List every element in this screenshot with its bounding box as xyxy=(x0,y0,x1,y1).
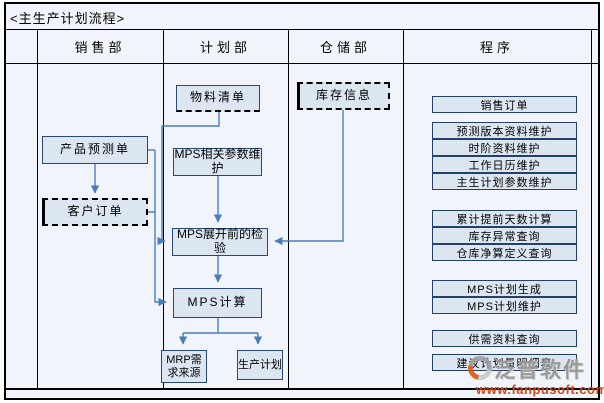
node-customer-order: 客户订单 xyxy=(42,198,148,226)
fanpu-logo-icon xyxy=(463,351,497,385)
program-supply-demand: 供需资料查询 xyxy=(432,330,577,347)
program-netting-definition: 仓库净算定义查询 xyxy=(432,244,577,261)
watermark-brand: 泛普软件 xyxy=(494,359,586,382)
column-divider-right-gutter xyxy=(591,29,592,388)
column-divider-sales-planning xyxy=(163,29,164,388)
node-product-forecast: 产品预测单 xyxy=(42,136,148,164)
watermark-url: www.fanpusoft.com xyxy=(476,382,604,397)
program-inventory-abnormal: 库存异常查询 xyxy=(432,227,577,244)
column-header-planning: 计划部 xyxy=(199,39,251,55)
column-header-program: 程序 xyxy=(479,39,514,55)
watermark: 泛普软件 www.fanpusoft.com xyxy=(463,351,604,402)
column-divider-warehouse-program xyxy=(403,29,404,388)
column-divider-gutter xyxy=(37,29,38,388)
node-mrp-source: MRP需求来源 xyxy=(161,350,207,383)
program-mps-generate: MPS计划生成 xyxy=(432,280,577,297)
program-lead-days-calc: 累计提前天数计算 xyxy=(432,210,577,227)
program-time-phase: 时阶资料维护 xyxy=(432,139,577,156)
program-forecast-version: 预测版本资料维护 xyxy=(432,122,577,139)
column-header-sales: 销售部 xyxy=(74,39,126,55)
program-work-calendar: 工作日历维护 xyxy=(432,156,577,173)
table-bottom-line xyxy=(5,388,599,390)
title-divider xyxy=(5,29,599,30)
node-mps-calc: MPS计算 xyxy=(173,288,262,318)
node-mps-check: MPS展开前的检验 xyxy=(172,227,268,256)
node-mps-params: MPS相关参数维护 xyxy=(173,147,262,176)
program-sales-order: 销售订单 xyxy=(432,96,577,113)
node-bom: 物料清单 xyxy=(176,85,260,112)
program-mps-parameter: 主生计划参数维护 xyxy=(432,173,577,190)
program-mps-maintain: MPS计划维护 xyxy=(432,297,577,314)
node-prod-plan: 生产计划 xyxy=(237,350,283,380)
column-header-warehouse: 仓储部 xyxy=(319,39,371,55)
node-inventory: 库存信息 xyxy=(297,82,390,110)
page-title: <主生产计划流程> xyxy=(10,11,126,26)
header-divider xyxy=(5,63,599,64)
column-divider-planning-warehouse xyxy=(288,29,289,388)
program-suggested-plan: 建议计划量明细表 xyxy=(432,354,577,371)
